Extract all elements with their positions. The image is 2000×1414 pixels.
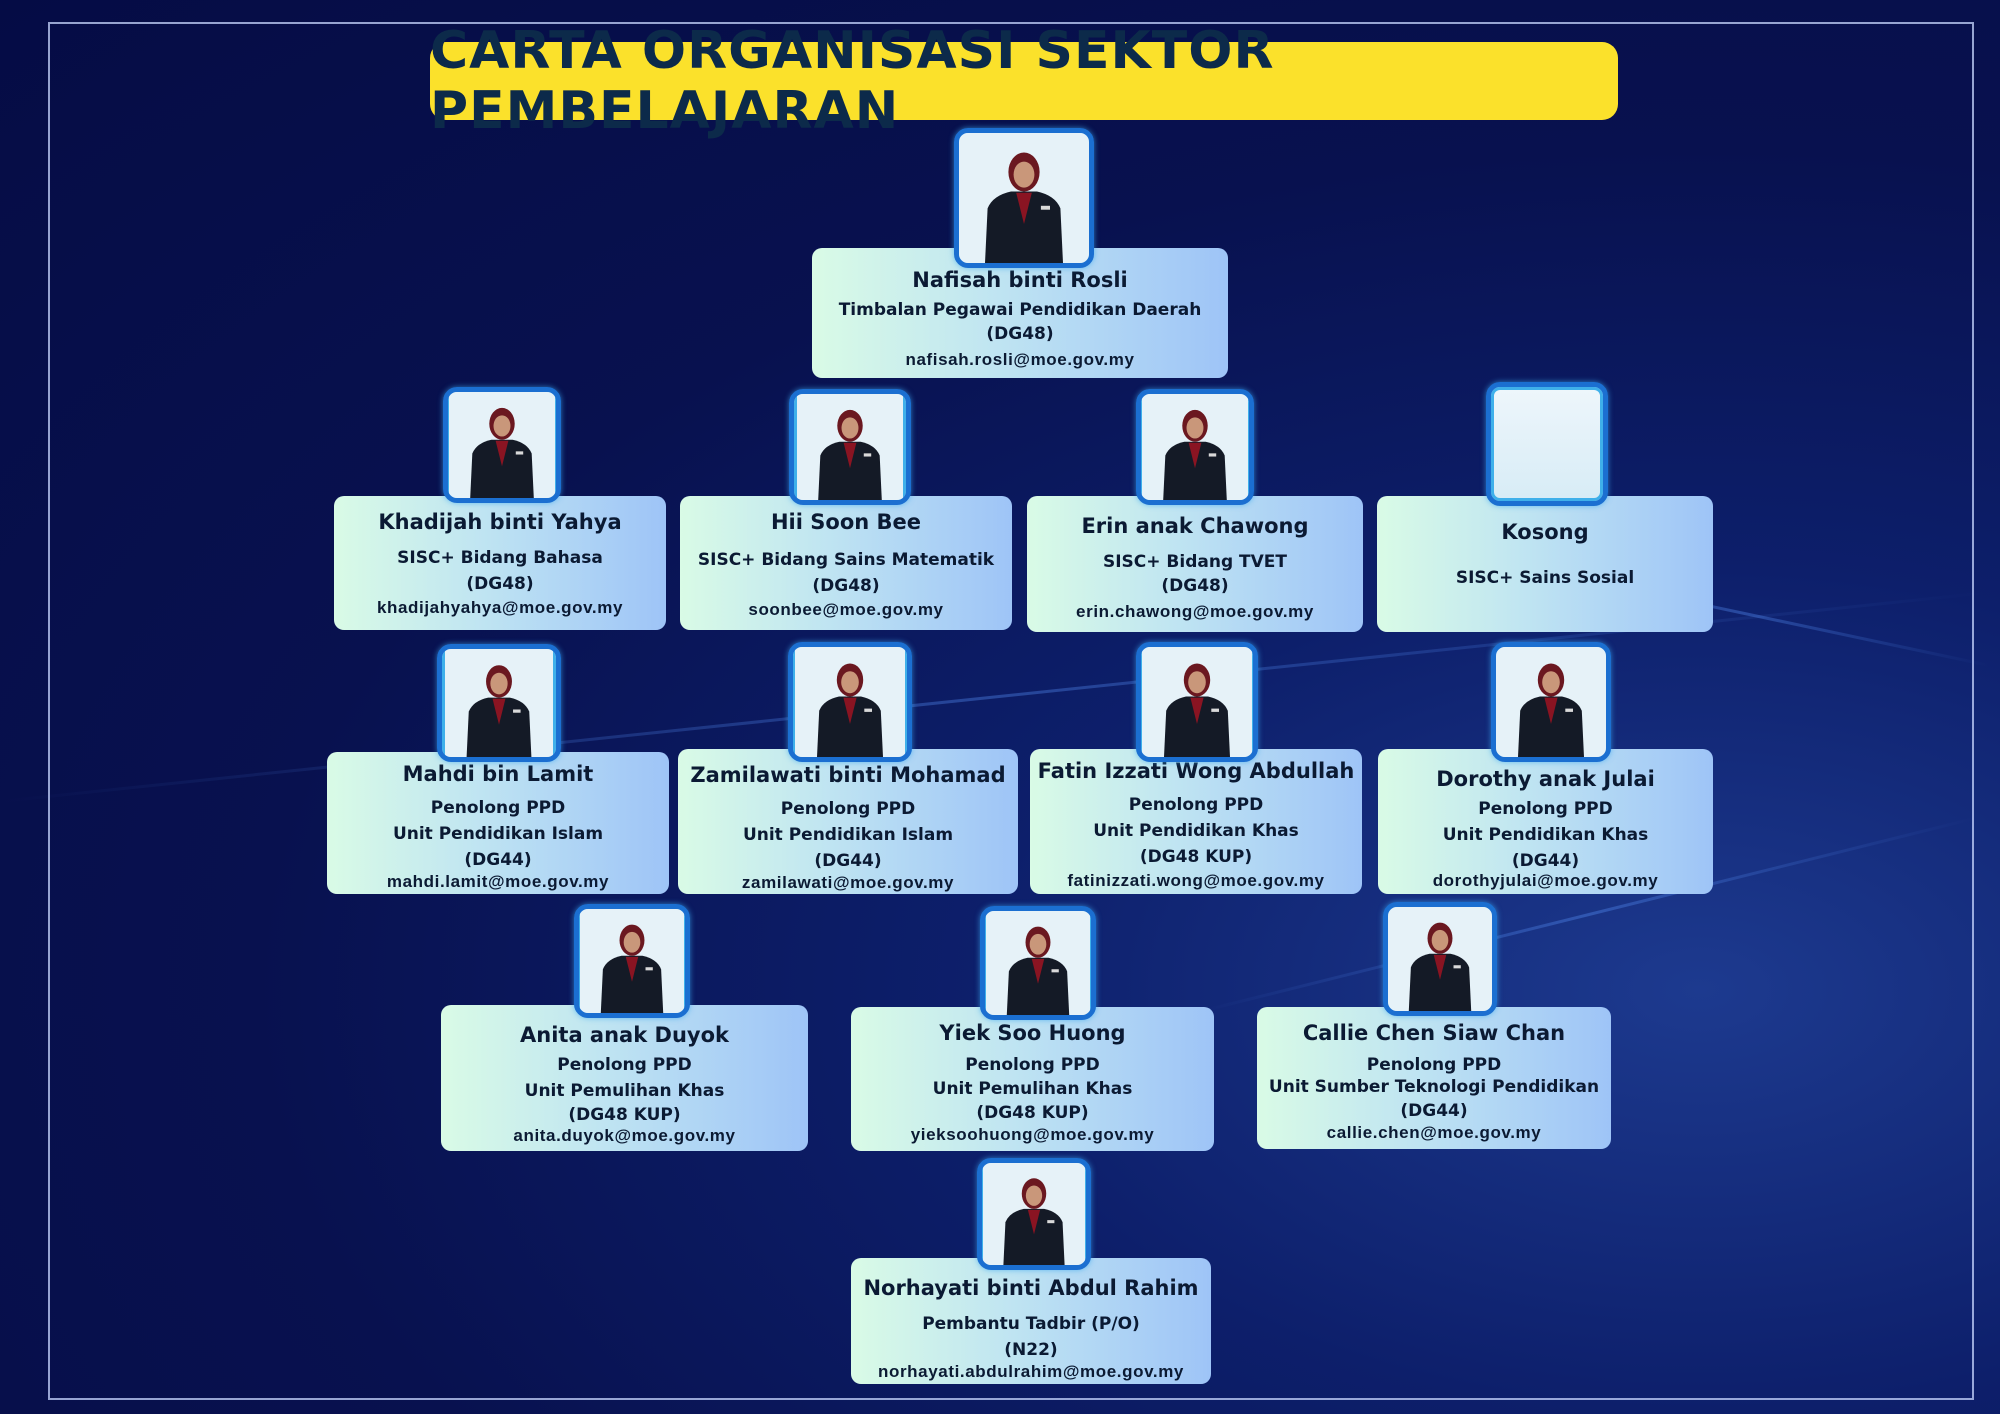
staff-position: Penolong PPD [557,1055,692,1075]
staff-photo [788,642,912,762]
outer-frame [48,22,1974,1400]
staff-position: Penolong PPD [1128,795,1264,815]
staff-photo [1136,389,1254,505]
person-silhouette-icon [1496,647,1606,757]
person-silhouette-icon [982,1163,1086,1265]
staff-email: fatinizzati.wong@moe.gov.my [1067,871,1325,890]
staff-card: Erin anak Chawong SISC+ Bidang TVET (DG4… [1027,496,1363,632]
staff-name: Zamilawati binti Mohamad [690,763,1006,787]
staff-email: zamilawati@moe.gov.my [741,873,955,892]
staff-name: Yiek Soo Huong [939,1021,1126,1045]
staff-email: norhayati.abdulrahim@moe.gov.my [878,1362,1184,1381]
staff-grade: (DG48) [986,324,1054,344]
staff-photo [574,904,690,1018]
staff-photo [954,128,1094,268]
staff-name: Anita anak Duyok [520,1023,729,1047]
person-silhouette-icon [579,909,685,1013]
staff-card: Mahdi bin Lamit Penolong PPD Unit Pendid… [327,752,669,894]
staff-name: Erin anak Chawong [1081,514,1309,538]
head-card: Nafisah binti Rosli Timbalan Pegawai Pen… [812,248,1228,378]
staff-position: Timbalan Pegawai Pendidikan Daerah [838,300,1202,320]
staff-photo [1491,642,1611,762]
person-silhouette-icon [959,133,1089,263]
page-title-banner: CARTA ORGANISASI SEKTOR PEMBELAJARAN [430,21,1618,141]
staff-photo [980,906,1096,1020]
staff-name: Callie Chen Siaw Chan [1302,1021,1566,1045]
staff-unit: Unit Pemulihan Khas [932,1079,1133,1099]
empty-photo-placeholder [1486,382,1608,506]
person-silhouette-icon [1141,394,1249,500]
staff-unit: Unit Sumber Teknologi Pendidikan [1268,1077,1600,1097]
staff-email: khadijahyahya@moe.gov.my [376,598,624,617]
staff-card: Anita anak Duyok Penolong PPD Unit Pemul… [441,1005,808,1151]
person-silhouette-icon [448,392,556,498]
staff-email: nafisah.rosli@moe.gov.my [905,350,1135,369]
staff-grade: (DG44) [1511,851,1580,871]
staff-position: SISC+ Bidang TVET [1102,552,1288,572]
staff-photo [443,387,561,503]
person-silhouette-icon [1388,907,1492,1011]
staff-email: anita.duyok@moe.gov.my [513,1126,736,1145]
staff-email: dorothyjulai@moe.gov.my [1432,871,1659,890]
staff-grade: (DG48 KUP) [1139,847,1253,867]
staff-grade: (DG48 KUP) [976,1103,1089,1123]
person-silhouette-icon [442,649,556,757]
staff-card: Norhayati binti Abdul Rahim Pembantu Tad… [851,1258,1211,1384]
staff-position: Penolong PPD [780,799,916,819]
staff-position: Penolong PPD [1366,1055,1502,1075]
staff-grade: (DG48) [812,576,880,596]
person-silhouette-icon [793,647,907,757]
staff-email: callie.chen@moe.gov.my [1326,1123,1542,1142]
staff-grade: (DG44) [814,851,882,871]
staff-name: Norhayati binti Abdul Rahim [863,1276,1199,1300]
staff-card: Zamilawati binti Mohamad Penolong PPD Un… [678,749,1018,894]
staff-email: soonbee@moe.gov.my [748,600,944,619]
staff-name: Dorothy anak Julai [1436,767,1655,791]
staff-name: Mahdi bin Lamit [402,762,594,786]
staff-email: yieksoohuong@moe.gov.my [910,1125,1155,1144]
staff-grade: (DG48 KUP) [568,1105,681,1125]
staff-position: SISC+ Bidang Bahasa [397,548,603,568]
staff-grade: (DG44) [1400,1101,1468,1121]
staff-photo [437,644,561,762]
staff-position: Penolong PPD [965,1055,1100,1075]
staff-photo [789,389,911,505]
staff-position: Penolong PPD [1478,799,1613,819]
person-silhouette-icon [794,394,906,500]
staff-unit: Unit Pendidikan Khas [1442,825,1649,845]
staff-card: Yiek Soo Huong Penolong PPD Unit Pemulih… [851,1007,1214,1151]
staff-name: Nafisah binti Rosli [912,268,1128,292]
staff-email: mahdi.lamit@moe.gov.my [386,872,610,891]
staff-photo [1383,902,1497,1016]
vacant-card: Kosong SISC+ Sains Sosial [1377,496,1713,632]
staff-position: SISC+ Sains Sosial [1455,568,1635,588]
staff-card: Fatin Izzati Wong Abdullah Penolong PPD … [1030,749,1362,894]
staff-card: Callie Chen Siaw Chan Penolong PPD Unit … [1257,1007,1611,1149]
staff-unit: Unit Pendidikan Khas [1093,821,1299,841]
staff-unit: Unit Pendidikan Islam [742,825,954,845]
staff-position: Pembantu Tadbir (P/O) [922,1314,1140,1334]
staff-grade: (N22) [1004,1340,1058,1360]
staff-email: erin.chawong@moe.gov.my [1076,602,1314,621]
staff-name: Khadijah binti Yahya [378,510,622,534]
staff-unit: Unit Pendidikan Islam [392,824,604,844]
staff-position: Penolong PPD [430,798,566,818]
staff-card: Dorothy anak Julai Penolong PPD Unit Pen… [1378,749,1713,894]
staff-position: SISC+ Bidang Sains Matematik [697,550,995,570]
staff-card: Hii Soon Bee SISC+ Bidang Sains Matemati… [680,496,1012,630]
person-silhouette-icon [1141,647,1253,757]
staff-name: Kosong [1501,520,1589,544]
staff-photo [1136,642,1258,762]
staff-name: Hii Soon Bee [770,510,921,534]
staff-name: Fatin Izzati Wong Abdullah [1037,759,1355,783]
page-title: CARTA ORGANISASI SEKTOR PEMBELAJARAN [430,21,1275,141]
staff-grade: (DG48) [466,574,534,594]
staff-grade: (DG48) [1161,576,1229,596]
staff-card: Khadijah binti Yahya SISC+ Bidang Bahasa… [334,496,666,630]
staff-grade: (DG44) [464,850,532,870]
staff-unit: Unit Pemulihan Khas [524,1081,725,1101]
person-silhouette-icon [985,911,1091,1015]
staff-photo [977,1158,1091,1270]
